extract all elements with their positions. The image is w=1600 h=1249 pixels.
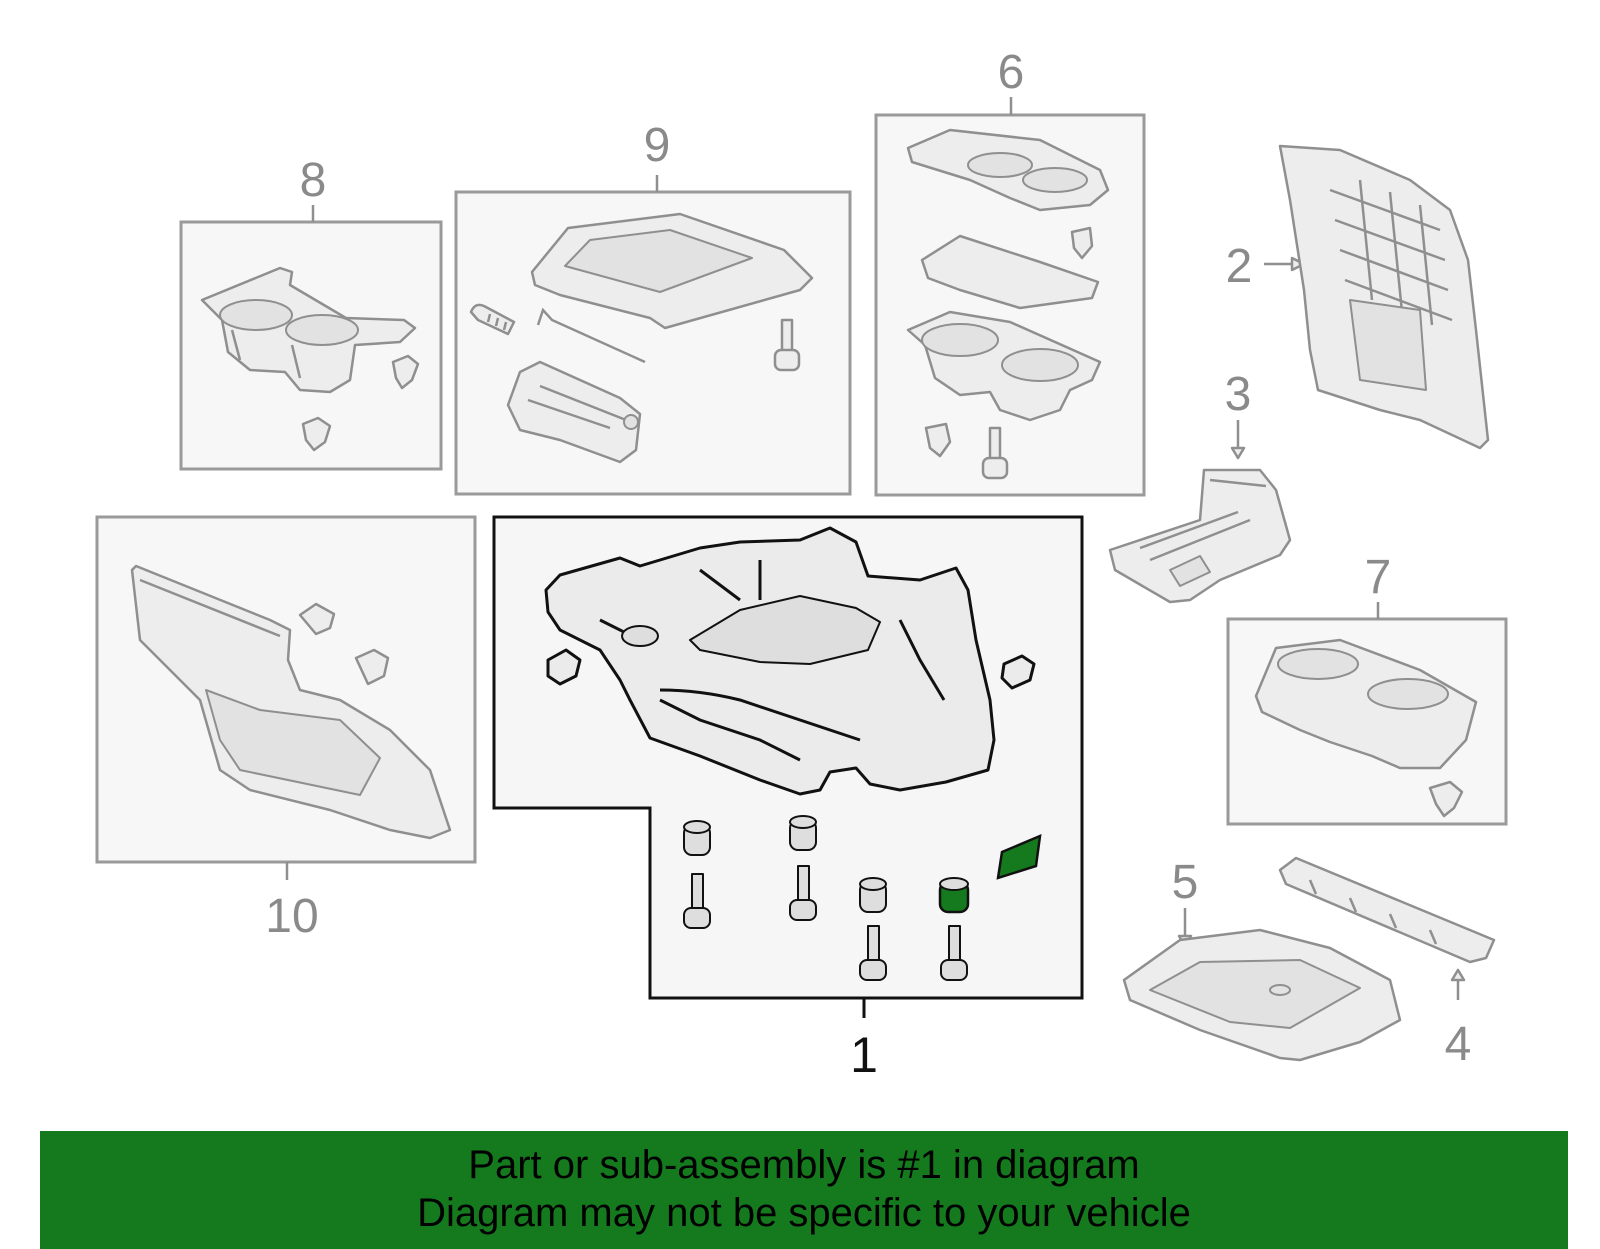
clip-icon — [1070, 226, 1094, 260]
info-banner: Part or sub-assembly is #1 in diagram Di… — [40, 1131, 1568, 1249]
callout-6: 6 — [998, 46, 1025, 99]
console-base-icon — [544, 526, 996, 796]
cup-holder-icon — [906, 310, 1102, 422]
group-10-side-panel[interactable]: 10 — [95, 515, 477, 943]
bolt-icon — [867, 925, 880, 963]
clip-icon — [1000, 654, 1036, 690]
cup-holder-icon — [1254, 638, 1478, 770]
group-2-trim-panel[interactable]: 2 — [1226, 144, 1490, 450]
clip-icon — [301, 416, 332, 452]
trim-strip-icon — [1278, 856, 1496, 964]
group-5-storage-tray[interactable]: 5 — [1122, 856, 1402, 1062]
spacer-bolt-4-highlighted — [938, 877, 970, 981]
bolt-icon — [797, 865, 810, 903]
banner-line-2: Diagram may not be specific to your vehi… — [417, 1191, 1191, 1235]
group-6-cup-holder-assembly[interactable]: 6 — [874, 46, 1146, 497]
clip-icon — [391, 354, 420, 390]
callout-8: 8 — [300, 154, 327, 207]
trim-panel-icon — [1278, 144, 1490, 450]
armrest-lid-icon — [530, 212, 814, 330]
bolt-icon — [773, 318, 801, 372]
cup-holder-icon — [200, 266, 417, 394]
group-1-console-assembly[interactable]: 1 — [492, 515, 1084, 1083]
bracket-icon — [1108, 468, 1292, 604]
storage-tray-icon — [1122, 928, 1402, 1062]
group-7-cup-holder[interactable]: 7 — [1226, 551, 1508, 826]
group-8-cup-holder[interactable]: 8 — [179, 154, 443, 471]
spacer-bolt-3 — [859, 877, 887, 981]
clip-icon — [354, 648, 390, 686]
clip-icon — [1428, 780, 1464, 818]
callout-2: 2 — [1226, 240, 1253, 293]
callout-7: 7 — [1365, 551, 1392, 604]
mat-icon — [920, 234, 1100, 310]
trim-panel-icon — [130, 564, 452, 840]
callout-3: 3 — [1225, 368, 1252, 421]
bolt-icon — [981, 426, 1009, 480]
latch-icon — [506, 360, 642, 464]
callout-9: 9 — [644, 119, 671, 172]
spacer-bolt-2 — [789, 815, 817, 921]
callout-5: 5 — [1172, 856, 1199, 909]
group-3-bracket[interactable]: 3 — [1108, 368, 1292, 604]
spacer-bolt-1 — [683, 820, 711, 929]
callout-10: 10 — [265, 890, 318, 943]
group-4-trim-strip[interactable]: 4 — [1278, 856, 1496, 1071]
bolt-icon — [948, 925, 961, 963]
cable-icon — [536, 307, 646, 364]
banner-line-1: Part or sub-assembly is #1 in diagram — [468, 1143, 1140, 1187]
callout-1: 1 — [850, 1027, 878, 1083]
clip-icon — [924, 422, 952, 458]
callout-4: 4 — [1445, 1018, 1472, 1071]
bolt-icon — [469, 303, 516, 336]
group-9-armrest[interactable]: 9 — [454, 119, 852, 496]
label-patch-icon — [996, 834, 1042, 880]
bolt-icon — [691, 873, 704, 911]
clip-icon — [298, 602, 336, 636]
clip-icon — [546, 648, 582, 686]
